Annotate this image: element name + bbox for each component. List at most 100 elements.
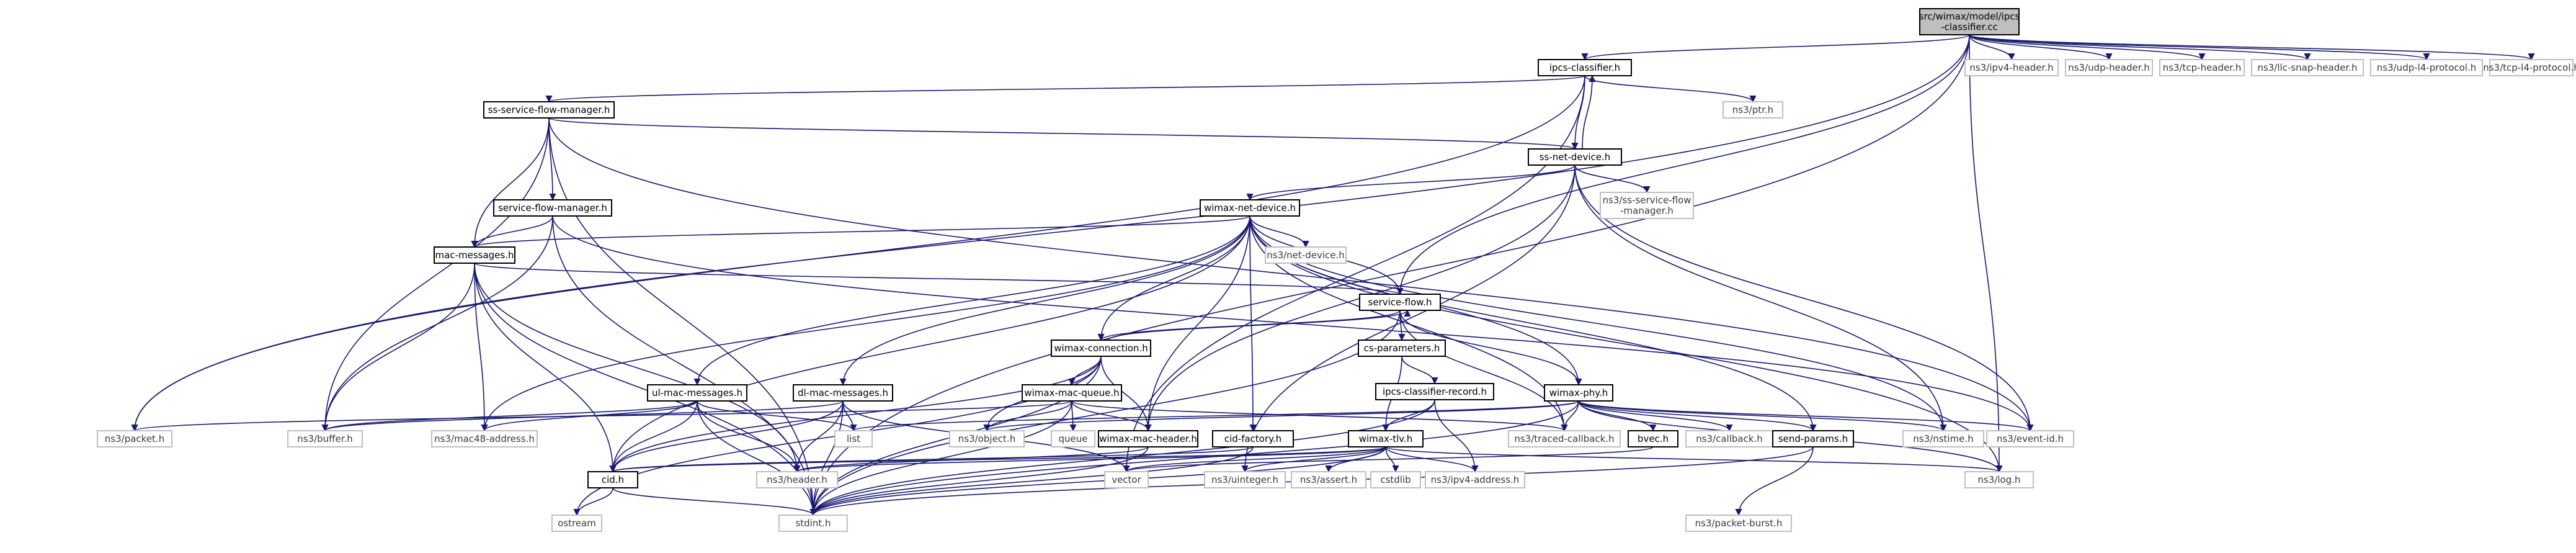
node-box bbox=[1425, 471, 1525, 488]
node-label: ns3/packet-burst.h bbox=[1695, 518, 1783, 529]
node-label: ns3/event-id.h bbox=[1997, 433, 2064, 444]
node-ns3-ipv4-header: ns3/ipv4-header.h bbox=[1964, 59, 2059, 76]
edge-ss_service_flow_manager_h-to-ns3_buffer bbox=[321, 117, 550, 432]
edge-ss_net_device_h-to-ipcs_classifier_h bbox=[1582, 74, 1596, 150]
node-label: src/wimax/model/ipcs bbox=[1919, 11, 2020, 22]
node-mac-messages-h[interactable]: mac-messages.h bbox=[434, 246, 515, 264]
node-label: ns3/mac48-address.h bbox=[434, 433, 535, 444]
node-ss-net-device-h[interactable]: ss-net-device.h bbox=[1528, 148, 1622, 166]
node-box bbox=[1902, 430, 1984, 447]
node-ns3-mac48: ns3/mac48-address.h bbox=[431, 430, 538, 447]
edge-root-to-ns3_tcp_l4 bbox=[1969, 34, 2535, 61]
node-cid-factory-h[interactable]: cid-factory.h bbox=[1212, 430, 1294, 447]
node-label: ns3/uinteger.h bbox=[1211, 474, 1278, 485]
edge-wimax_net_device_h-to-cid_factory_h bbox=[1249, 215, 1257, 432]
node-box bbox=[287, 430, 363, 447]
node-ipcs-classifier-h[interactable]: ipcs-classifier.h bbox=[1538, 59, 1632, 76]
node-label: list bbox=[847, 433, 860, 444]
node-cstdlib: cstdlib bbox=[1370, 471, 1421, 488]
edge-root-to-ns3_udp_header bbox=[1969, 34, 2113, 61]
edge-wimax_net_device_h-to-cid_h bbox=[609, 215, 1250, 473]
edge-wimax_net_device_h-to-wimax_mac_header_h bbox=[1144, 215, 1250, 432]
node-service-flow-h[interactable]: service-flow.h bbox=[1359, 294, 1441, 311]
node-label: ns3/ss-service-flow bbox=[1603, 195, 1691, 206]
edge-mac_messages_h-to-service_flow_h bbox=[474, 263, 1403, 295]
edge-ul_mac_messages_h-to-ns3_buffer bbox=[321, 400, 698, 432]
edge-root-to-ns3_udp_l4 bbox=[1969, 34, 2430, 61]
node-box bbox=[647, 384, 747, 402]
node-service-flow-manager-h[interactable]: service-flow-manager.h bbox=[493, 199, 612, 217]
edge-wimax_tlv_h-to-cid_h bbox=[610, 446, 1386, 473]
edge-wimax_net_device_h-to-ul_mac_messages_h bbox=[693, 215, 1250, 386]
node-label: dl-mac-messages.h bbox=[798, 387, 888, 398]
node-box bbox=[1685, 515, 1792, 532]
edge-ss_service_flow_manager_h-to-stdint bbox=[548, 117, 817, 516]
node-wimax-tlv-h[interactable]: wimax-tlv.h bbox=[1348, 430, 1424, 447]
node-wimax-phy-h[interactable]: wimax-phy.h bbox=[1544, 384, 1613, 402]
edge-wimax_phy_h-to-ns3_traced_callback bbox=[1561, 400, 1579, 432]
node-label: -manager.h bbox=[1620, 205, 1674, 217]
node-wimax-mac-queue-h[interactable]: wimax-mac-queue.h bbox=[1022, 384, 1122, 402]
node-send-params-h[interactable]: send-params.h bbox=[1772, 430, 1854, 447]
edge-mac_messages_h-to-ns3_header bbox=[474, 263, 801, 473]
node-box bbox=[1919, 8, 2020, 35]
dependency-nodes: src/wimax/model/ipcs-classifier.cc ipcs-c… bbox=[97, 8, 2576, 532]
edge-wimax_net_device_h-to-dl_mac_messages_h bbox=[839, 215, 1250, 386]
edge-wimax_phy_h-to-ns3_event_id bbox=[1578, 400, 2034, 432]
node-root[interactable]: src/wimax/model/ipcs-classifier.cc bbox=[1919, 8, 2020, 35]
edge-ss_net_device_h-to-wimax_net_device_h bbox=[1246, 164, 1575, 201]
edge-mac_messages_h-to-ns3_mac48 bbox=[474, 263, 488, 432]
edge-cid_h-to-stdint bbox=[612, 487, 817, 516]
node-ns3-net-device: ns3/net-device.h bbox=[1265, 246, 1347, 264]
node-box bbox=[1265, 246, 1347, 264]
node-label: ns3/traced-callback.h bbox=[1514, 433, 1614, 444]
node-ns3-tcp-l4: ns3/tcp-l4-protocol.h bbox=[2483, 59, 2576, 76]
node-label: service-flow-manager.h bbox=[498, 202, 607, 214]
edge-wimax_phy_h-to-list bbox=[850, 400, 1579, 432]
edge-ul_mac_messages_h-to-stdint bbox=[697, 400, 817, 516]
node-label: vector bbox=[1112, 474, 1141, 485]
node-box bbox=[1964, 59, 2059, 76]
node-cs-parameters-h[interactable]: cs-parameters.h bbox=[1358, 339, 1446, 357]
edge-service_flow_h-to-ns3_traced_callback bbox=[1399, 310, 1568, 432]
node-box bbox=[431, 430, 538, 447]
node-dl-mac-messages-h[interactable]: dl-mac-messages.h bbox=[793, 384, 893, 402]
node-ipcs-classifier-record-h[interactable]: ipcs-classifier-record.h bbox=[1375, 383, 1494, 400]
edge-wimax_connection_h-to-wimax_mac_header_h bbox=[1100, 356, 1152, 432]
node-box bbox=[2065, 59, 2153, 76]
edge-wimax_tlv_h-to-ns3_log bbox=[1385, 446, 2003, 473]
node-box bbox=[1358, 339, 1446, 357]
node-ns3-log: ns3/log.h bbox=[1964, 471, 2034, 488]
edge-root-to-ipcs_classifier_h bbox=[1581, 34, 1970, 61]
node-ul-mac-messages-h[interactable]: ul-mac-messages.h bbox=[647, 384, 747, 402]
edge-ipcs_classifier_record_h-to-wimax_tlv_h bbox=[1382, 399, 1435, 432]
node-label: ns3/ptr.h bbox=[1732, 104, 1773, 115]
node-ns3-callback: ns3/callback.h bbox=[1685, 430, 1773, 447]
node-cid-h[interactable]: cid.h bbox=[587, 471, 638, 488]
edge-wimax_tlv_h-to-ns3_header bbox=[793, 446, 1386, 473]
edge-root-to-service_flow_h bbox=[1396, 34, 1970, 295]
node-wimax-net-device-h[interactable]: wimax-net-device.h bbox=[1200, 199, 1300, 217]
node-ns3-assert: ns3/assert.h bbox=[1291, 471, 1366, 488]
edge-root-to-ns3_llc_snap bbox=[1969, 34, 2311, 61]
edge-wimax_phy_h-to-ns3_object bbox=[983, 400, 1579, 432]
node-wimax-connection-h[interactable]: wimax-connection.h bbox=[1051, 339, 1151, 357]
node-box bbox=[1098, 430, 1198, 447]
edge-service_flow_manager_h-to-stdint bbox=[552, 215, 817, 516]
edge-service_flow_manager_h-to-mac_messages_h bbox=[471, 215, 553, 248]
node-label: bvec.h bbox=[1638, 433, 1669, 444]
edge-ul_mac_messages_h-to-ns3_header bbox=[697, 400, 801, 473]
edge-bvec_h-to-vector bbox=[1123, 446, 1654, 473]
node-ns3-nstime: ns3/nstime.h bbox=[1902, 430, 1984, 447]
node-ostream: ostream bbox=[551, 515, 602, 532]
node-wimax-mac-header-h[interactable]: wimax-mac-header.h bbox=[1098, 430, 1198, 447]
node-ns3-tcp-header: ns3/tcp-header.h bbox=[2159, 59, 2245, 76]
node-ss-service-flow-manager-h[interactable]: ss-service-flow-manager.h bbox=[483, 101, 615, 119]
node-label: stdint.h bbox=[795, 518, 831, 529]
node-label: ns3/nstime.h bbox=[1913, 433, 1973, 444]
node-label: ipcs-classifier.h bbox=[1549, 62, 1620, 73]
edge-ipcs_classifier_h-to-ss_service_flow_manager_h bbox=[546, 75, 1585, 103]
edge-dl_mac_messages_h-to-cid_h bbox=[609, 400, 844, 473]
node-bvec-h[interactable]: bvec.h bbox=[1628, 430, 1678, 447]
